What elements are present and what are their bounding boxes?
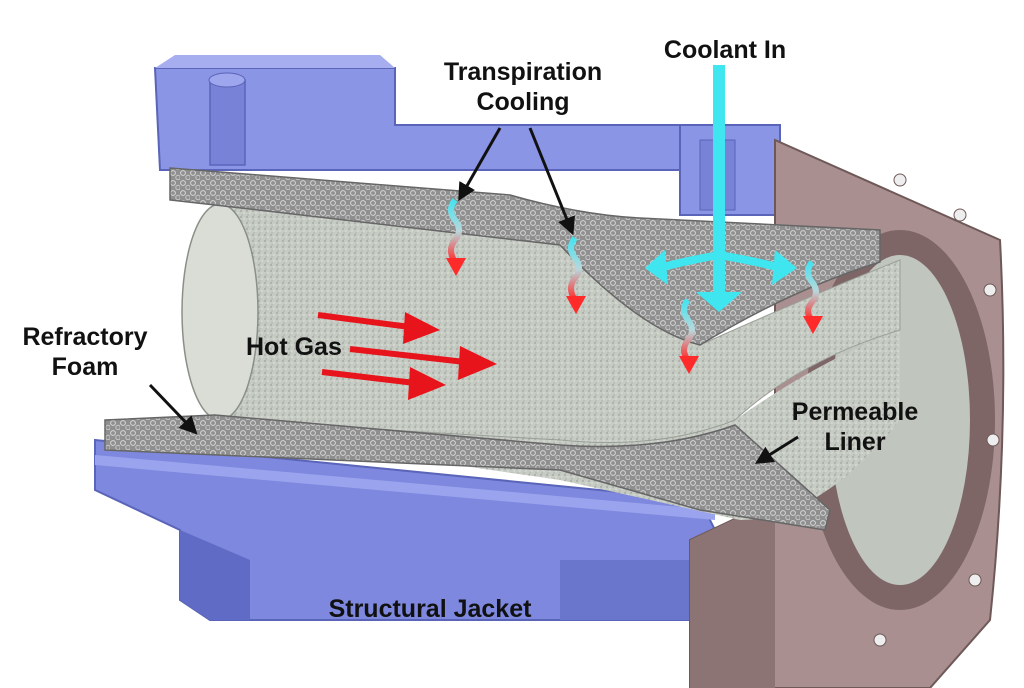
coolant-in-label: Coolant In	[640, 35, 810, 65]
coolant-in-text: Coolant In	[663, 36, 787, 64]
upper-foam-liner	[169, 167, 881, 346]
leader-transpiration-left	[458, 127, 502, 202]
leader-lines	[148, 127, 799, 464]
coolant-arrows	[645, 65, 797, 312]
hot-gas-arrow	[349, 346, 497, 380]
transpiration-cooling-label: Transpiration Cooling	[418, 57, 628, 117]
lower-foam-liner	[104, 414, 831, 531]
refractory-foam-label: Refractory Foam	[5, 322, 165, 382]
transpiration-flow	[803, 260, 823, 334]
leader-permeable-liner	[754, 435, 799, 464]
transpiration-flow	[446, 198, 466, 276]
coolant-inlet-shaft	[713, 65, 725, 297]
transpiration-flow	[566, 236, 586, 314]
permeable-liner-label: Permeable Liner	[770, 397, 940, 457]
hot-gas-label: Hot Gas	[246, 332, 376, 362]
upper-jacket	[153, 55, 781, 216]
transpiration-line1: Transpiration	[443, 58, 603, 86]
structural-jacket-text: Structural Jacket	[328, 595, 532, 623]
refractory-line1: Refractory	[22, 323, 148, 351]
permeable-line2: Liner	[824, 428, 886, 456]
coolant-inlet-head	[696, 292, 742, 312]
transpiration-line2: Cooling	[476, 88, 570, 116]
transpiration-flows	[446, 198, 823, 374]
refractory-line2: Foam	[51, 353, 119, 381]
lower-jacket	[94, 438, 731, 621]
hot-gas-arrow	[317, 312, 440, 344]
leader-refractory-foam	[148, 383, 198, 435]
leader-transpiration-right	[528, 127, 575, 236]
structural-jacket-label: Structural Jacket	[280, 594, 580, 624]
transpiration-flow	[679, 298, 699, 374]
permeable-line1: Permeable	[791, 398, 919, 426]
hot-gas-text: Hot Gas	[246, 333, 342, 361]
hot-gas-arrow	[321, 367, 446, 400]
hot-gas-arrows	[317, 312, 497, 400]
